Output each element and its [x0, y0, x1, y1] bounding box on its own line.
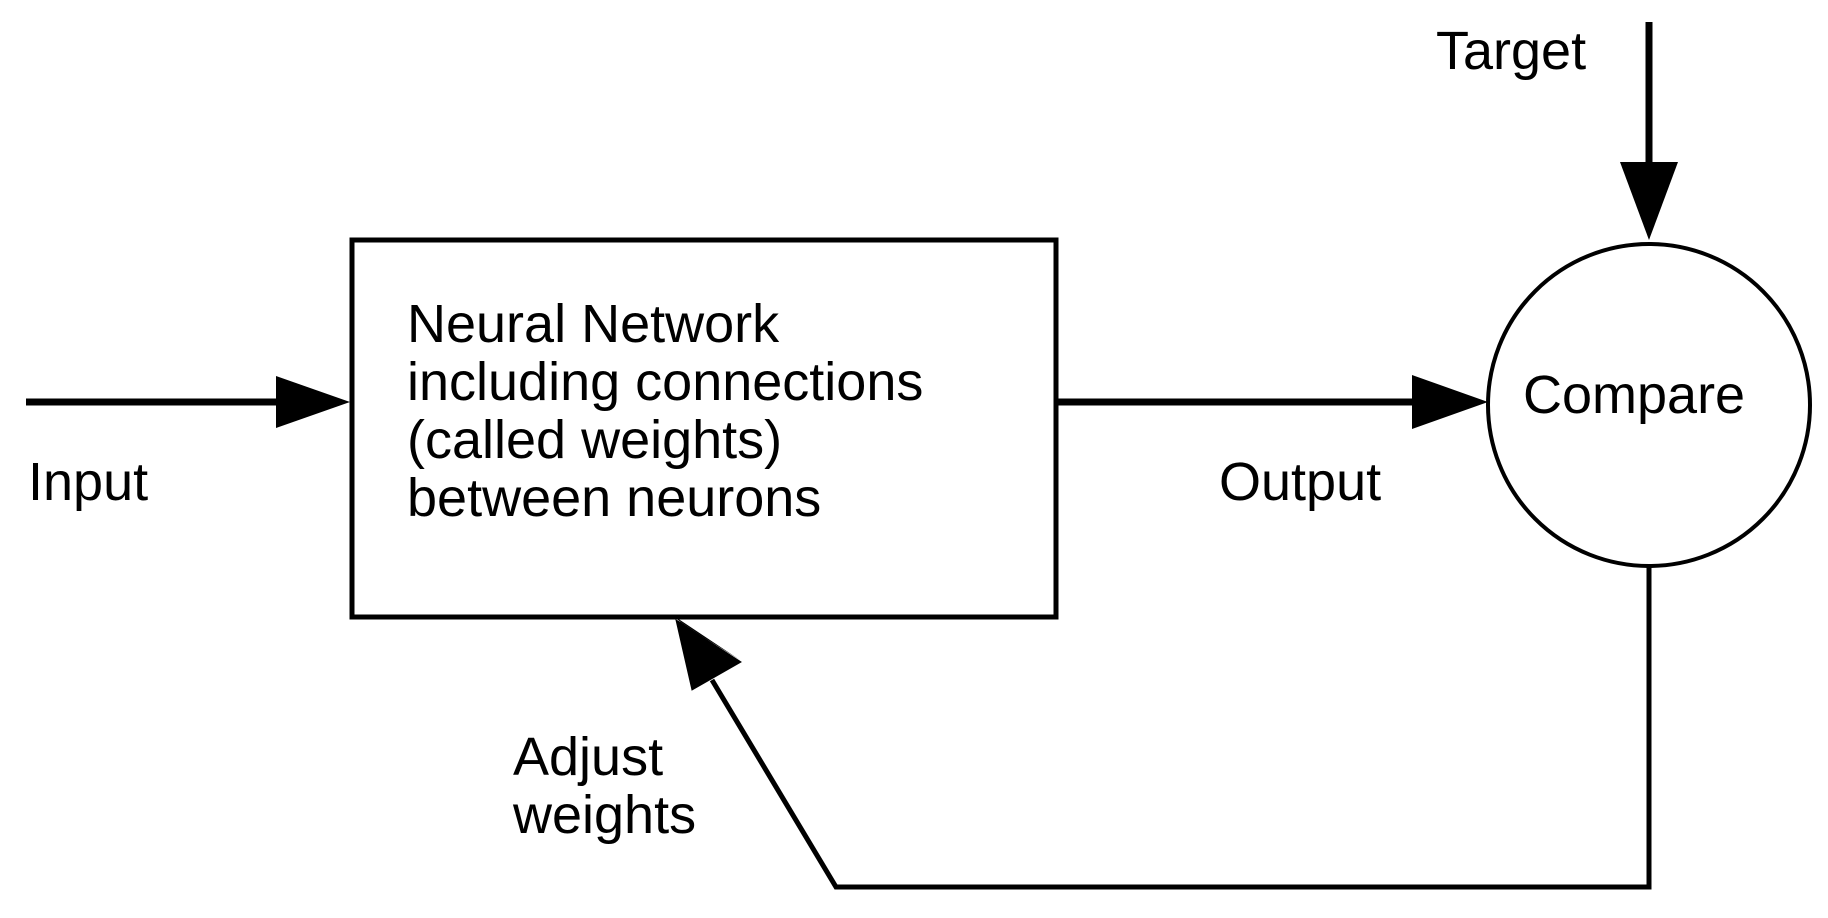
box-line-3: (called weights): [407, 410, 783, 470]
input-label: Input: [28, 452, 149, 512]
target-label: Target: [1436, 21, 1587, 81]
adjust-line-2: weights: [513, 785, 697, 845]
box-line-4: between neurons: [407, 468, 822, 528]
adjust-weights-label: Adjust weights: [513, 728, 696, 844]
box-line-2: including connections: [407, 352, 924, 412]
target-arrowhead: [1620, 162, 1678, 240]
adjust-weights-arrowhead-main: [675, 618, 742, 691]
output-arrowhead: [1412, 375, 1488, 429]
neural-network-box: [349, 237, 1059, 620]
output-label: Output: [1219, 452, 1382, 512]
neural-network-box-text: Neural Network including connections (ca…: [407, 295, 923, 527]
adjust-line-1: Adjust: [513, 727, 664, 787]
box-line-1: Neural Network: [407, 294, 780, 354]
input-arrowhead: [276, 376, 350, 428]
compare-label: Compare: [1523, 365, 1746, 425]
feedback-path: [709, 566, 1652, 890]
